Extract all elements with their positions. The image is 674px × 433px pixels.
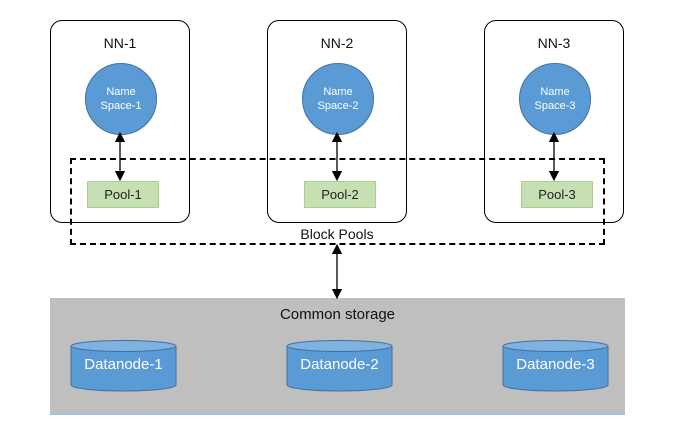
namenode-title: NN-3 [537,35,571,51]
namenode-title: NN-1 [103,35,137,51]
namespace-label-line2: Space-1 [100,100,142,112]
pool-box: Pool-2 [304,181,376,208]
cylinder-shape [286,340,393,392]
datanode-label: Datanode-2 [300,356,379,373]
cylinder-shape [502,340,609,392]
datanode-label: Datanode-1 [84,356,163,373]
namenode-title: NN-2 [320,35,354,51]
pool-box: Pool-1 [87,181,159,208]
namenode-box-3: NN-3 Name Space-3 Pool-3 [484,20,624,223]
namespace-label-line2: Space-3 [534,100,576,112]
namespace-label-line1: Name [540,86,570,98]
namespace-circle: Name Space-2 [302,63,374,135]
datanode-cylinder-3: Datanode-3 [502,340,609,392]
pool-box: Pool-3 [521,181,593,208]
namenode-box-1: NN-1 Name Space-1 Pool-1 [50,20,190,223]
block-pools-label: Block Pools [300,226,374,242]
datanode-label: Datanode-3 [516,356,595,373]
namespace-label-line2: Space-2 [317,100,359,112]
namespace-label-line1: Name [323,86,353,98]
namespace-circle: Name Space-1 [85,63,157,135]
datanode-cylinder-2: Datanode-2 [286,340,393,392]
common-storage-label: Common storage [279,306,396,323]
namenode-box-2: NN-2 Name Space-2 Pool-2 [267,20,407,223]
namespace-circle: Name Space-3 [519,63,591,135]
common-storage-panel: Common storage Datanode-1 Datanode-2 Dat… [50,298,625,415]
datanode-cylinder-1: Datanode-1 [70,340,177,392]
namespace-label-line1: Name [106,86,136,98]
cylinder-shape [70,340,177,392]
